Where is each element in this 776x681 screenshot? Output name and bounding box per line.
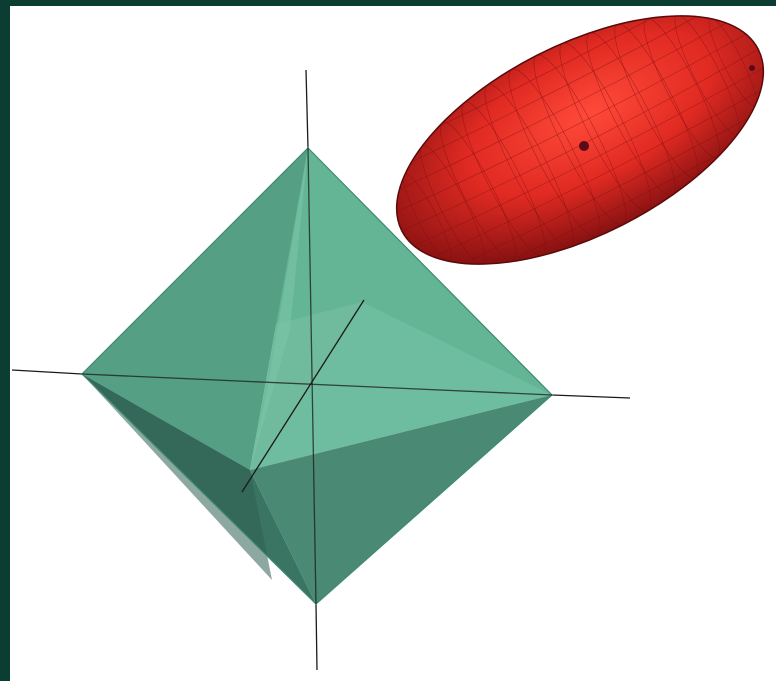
ellipsoid-pole-point	[749, 65, 755, 71]
ellipsoid-center-point	[579, 141, 589, 151]
x-axis-left	[11, 369, 83, 375]
ellipsoid	[395, 15, 765, 265]
ellipsoid-meridian-line	[440, 121, 517, 262]
ellipsoid-latitude-line	[463, 117, 749, 264]
z-axis-top	[305, 69, 309, 149]
octahedron-face-lower-right	[250, 395, 552, 604]
z-axis-inner	[307, 147, 317, 605]
z-axis-bottom	[315, 603, 318, 671]
ellipsoid-meridian-line	[643, 18, 720, 159]
ellipsoid-latitude-line	[433, 90, 761, 258]
x-axis-inner	[81, 373, 553, 396]
ellipsoid-meridian-line	[508, 68, 601, 238]
octahedron-face-upper-left	[82, 148, 308, 470]
x-axis-right	[551, 394, 631, 399]
octahedron-highlight-ridge-right	[250, 302, 552, 470]
octahedron	[81, 147, 553, 605]
ellipsoid-meridian-line	[559, 42, 652, 212]
ellipsoid-latitude-line	[507, 152, 722, 263]
ellipsoid-latitude-line	[438, 17, 653, 128]
y-axis	[241, 299, 365, 493]
ellipsoid-latitude-line	[411, 16, 697, 163]
axes-back	[11, 69, 631, 671]
octahedron-face-upper-right	[250, 148, 552, 470]
ellipsoid-meridian-line	[614, 23, 699, 179]
ellipsoid-latitude-line	[399, 22, 727, 190]
ellipsoid-latitude-line	[413, 67, 764, 247]
ellipsoid-meridian-line	[674, 15, 740, 135]
ellipsoid-meridian-line	[533, 54, 627, 226]
octahedron-shadow-left	[82, 374, 272, 580]
plot-canvas	[10, 6, 776, 681]
ellipsoid-meridian-line	[461, 101, 546, 257]
3d-scene	[11, 15, 765, 671]
ellipsoid-latitude-line	[396, 33, 747, 213]
axes-front	[81, 147, 553, 605]
